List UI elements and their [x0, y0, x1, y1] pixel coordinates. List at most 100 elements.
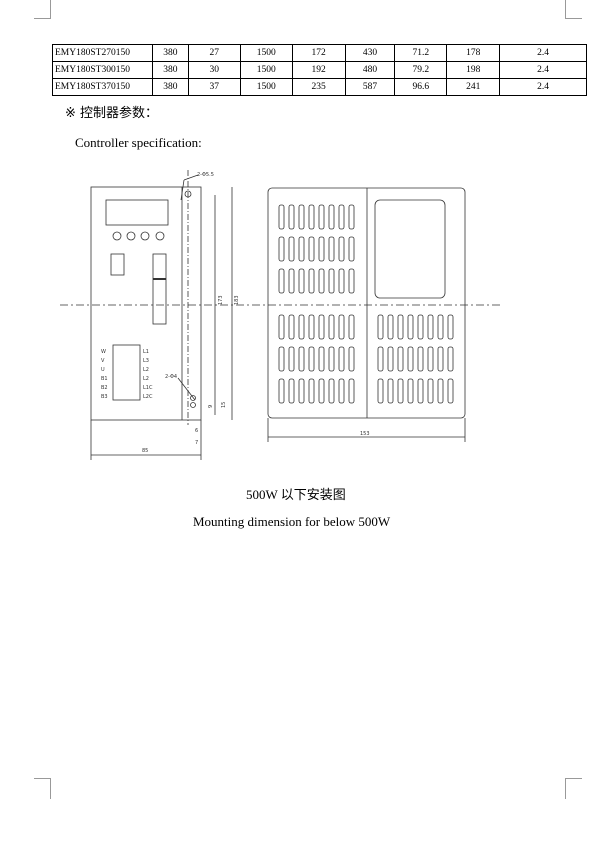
table-cell: 587	[344, 78, 396, 96]
vent-slot	[407, 314, 414, 340]
vent-slot	[417, 314, 424, 340]
vent-slot	[278, 346, 285, 372]
dim-label: 183	[234, 295, 240, 305]
vent-slot	[338, 314, 345, 340]
connector	[110, 253, 125, 276]
vent-slot	[387, 346, 394, 372]
vent-slot	[308, 268, 315, 294]
vent-slot	[298, 204, 305, 230]
vent-slot	[318, 236, 325, 262]
vent-slot	[338, 268, 345, 294]
vent-slot	[278, 378, 285, 404]
table-cell: 37	[187, 78, 241, 96]
dim-label: 85	[142, 448, 148, 454]
terminal-label: W	[101, 349, 106, 355]
corner-mark	[565, 0, 582, 19]
mounting-drawing: 2-Φ5.5 2-Φ4 173 183 85 6 7 9 15 WVUB1B2B…	[60, 170, 500, 460]
controller-front-view	[90, 186, 202, 421]
vent-slot	[407, 346, 414, 372]
table-cell: 480	[344, 61, 396, 79]
dim-label: 9	[208, 405, 214, 408]
terminal-label: L2	[143, 367, 149, 373]
vent-slot	[338, 378, 345, 404]
vent-slot	[328, 236, 335, 262]
vent-slot	[278, 204, 285, 230]
terminal-label: L3	[143, 358, 149, 364]
vent-slot	[348, 204, 355, 230]
dim-label: 153	[360, 431, 370, 437]
vent-slot	[417, 346, 424, 372]
mount-hole	[184, 190, 192, 198]
mount-hole	[190, 395, 196, 401]
vent-slot	[397, 346, 404, 372]
vent-slot	[328, 378, 335, 404]
vent-slot	[338, 204, 345, 230]
vent-slot	[377, 378, 384, 404]
vent-slot	[407, 378, 414, 404]
vent-slot	[318, 346, 325, 372]
vent-slot	[427, 346, 434, 372]
vent-slot	[417, 378, 424, 404]
terminal-label: B1	[101, 376, 108, 382]
vent-slot	[278, 236, 285, 262]
table-cell: 430	[344, 44, 396, 62]
vent-slot	[447, 378, 454, 404]
table-cell: 380	[151, 44, 189, 62]
vent-slot	[308, 346, 315, 372]
display-window	[105, 199, 169, 226]
vent-slot	[288, 204, 295, 230]
table-cell: 2.4	[499, 61, 587, 79]
vent-slot	[308, 204, 315, 230]
table-cell: 380	[151, 78, 189, 96]
vent-slot	[447, 314, 454, 340]
side-window	[374, 199, 446, 299]
vent-slot	[348, 346, 355, 372]
vent-slot	[298, 236, 305, 262]
terminal-label: L1C	[143, 385, 153, 391]
caption-en: Mounting dimension for below 500W	[193, 514, 391, 529]
vent-slot	[377, 346, 384, 372]
table-cell: 178	[446, 44, 501, 62]
section-title-cn: ※ 控制器参数：	[65, 106, 159, 121]
vent-slot	[288, 378, 295, 404]
vent-slot	[348, 268, 355, 294]
corner-mark	[34, 778, 51, 799]
connector	[152, 253, 167, 325]
hole-label: 2-Φ5.5	[197, 172, 214, 178]
vent-slot	[338, 236, 345, 262]
buttons	[112, 231, 165, 241]
vent-slot	[278, 314, 285, 340]
vent-slot	[298, 268, 305, 294]
vent-slot	[308, 314, 315, 340]
table-cell: 380	[151, 61, 189, 79]
vent-slot	[397, 314, 404, 340]
terminal-label: L1	[143, 349, 149, 355]
dim-label: 15	[221, 402, 227, 408]
corner-mark	[34, 0, 51, 19]
table-cell: 96.6	[394, 78, 448, 96]
table-cell: 198	[446, 61, 501, 79]
table-cell: EMY180ST270150	[52, 44, 153, 62]
vent-slot	[298, 378, 305, 404]
vent-slot	[328, 204, 335, 230]
table-cell: 1500	[239, 78, 293, 96]
terminal-label: L2C	[143, 394, 153, 400]
vent-slot	[318, 268, 325, 294]
table-cell: 2.4	[499, 78, 587, 96]
hole-label: 2-Φ4	[165, 374, 177, 380]
controller-side-view	[267, 187, 466, 419]
dim-label: 173	[218, 295, 224, 305]
corner-mark	[565, 778, 582, 799]
table-cell: 1500	[239, 44, 293, 62]
vent-slot	[288, 314, 295, 340]
vent-slot	[437, 314, 444, 340]
table-cell: EMY180ST370150	[52, 78, 153, 96]
vent-slot	[318, 204, 325, 230]
vent-slot	[328, 268, 335, 294]
table-cell: 71.2	[394, 44, 448, 62]
vent-slot	[328, 346, 335, 372]
